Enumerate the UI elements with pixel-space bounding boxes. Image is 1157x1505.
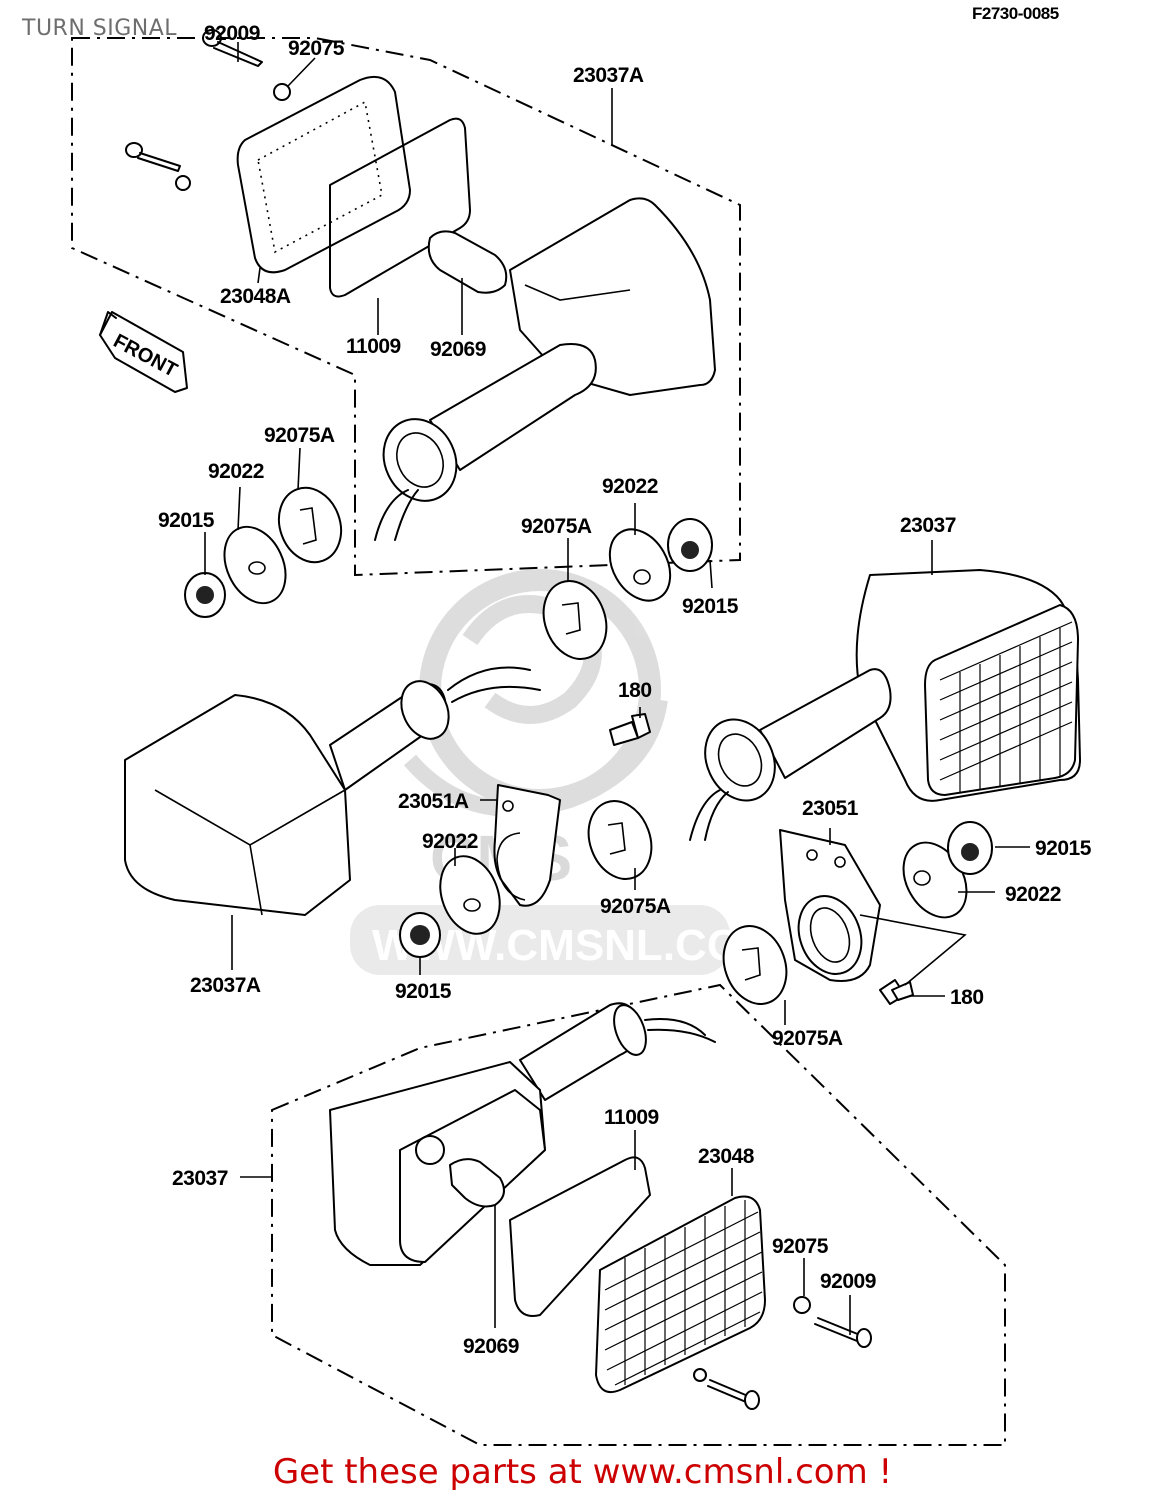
diagram-title: TURN SIGNAL xyxy=(22,16,178,41)
housing-23037A-left xyxy=(124,666,541,916)
bracket-23051-right xyxy=(779,829,881,982)
nut-92015-right xyxy=(947,821,993,875)
label-180-mid: 180 xyxy=(618,679,652,702)
nut-92015-upper xyxy=(184,572,226,618)
label-23037-right: 23037 xyxy=(900,514,956,537)
leader-triangle-right xyxy=(859,914,967,986)
label-23037A-top: 23037A xyxy=(573,64,644,87)
label-11009-top: 11009 xyxy=(346,335,401,358)
label-23048: 23048 xyxy=(698,1145,755,1168)
diagram-code: F2730-0085 xyxy=(972,4,1059,23)
label-92075-lower: 92075 xyxy=(772,1235,829,1258)
label-92015-mid-left: 92015 xyxy=(395,980,452,1003)
bolt-180-mid xyxy=(609,713,651,746)
promo-footer[interactable]: Get these parts at www.cmsnl.com ! xyxy=(0,1452,1157,1492)
housing-23037-right xyxy=(689,569,1081,841)
label-92075A-top: 92075A xyxy=(264,424,335,447)
lower-group-outline xyxy=(271,983,1006,1446)
grommet-92075A-upper xyxy=(277,486,343,564)
nut-92015-mid-top xyxy=(667,518,713,572)
label-92022-mid-left: 92022 xyxy=(422,830,478,853)
label-23037A-left: 23037A xyxy=(190,974,261,997)
nut-92075-lower xyxy=(793,1296,811,1314)
bolt-180-right xyxy=(879,979,914,1005)
label-92069-lower: 92069 xyxy=(463,1335,519,1358)
label-180-right: 180 xyxy=(950,986,984,1009)
housing-23037A-upper xyxy=(374,197,716,541)
washer-92022-mid-top xyxy=(608,528,672,602)
label-23048A: 23048A xyxy=(220,285,291,308)
label-92015-mid-top: 92015 xyxy=(682,595,739,618)
nut-92015-mid-left xyxy=(399,912,441,958)
bracket-23051A xyxy=(493,784,561,907)
housing-23037-lower xyxy=(329,1061,546,1266)
part-labels: 92009 92075 23037A 23048A 11009 92069 92… xyxy=(158,22,1092,1358)
gasket-11009-upper xyxy=(329,117,471,298)
label-92009-lower: 92009 xyxy=(820,1270,876,1293)
label-92015-right: 92015 xyxy=(1035,837,1092,860)
label-92075-top: 92075 xyxy=(288,37,345,60)
washer-hole xyxy=(248,561,266,575)
gasket-11009-lower xyxy=(509,1156,651,1317)
nut-92075-upper xyxy=(273,83,291,101)
label-92022-mid-top: 92022 xyxy=(602,475,658,498)
label-23051A: 23051A xyxy=(398,790,469,813)
grommet-92075A-lower xyxy=(722,925,788,1005)
label-92009-top: 92009 xyxy=(204,22,260,45)
promo-link[interactable]: Get these parts at www.cmsnl.com ! xyxy=(272,1452,893,1492)
watermark-banner xyxy=(350,905,730,975)
label-11009-lower: 11009 xyxy=(604,1106,659,1129)
label-92015-top: 92015 xyxy=(158,509,215,532)
screw-lower-second xyxy=(693,1368,760,1410)
grommet-92075A-mid-center xyxy=(587,800,653,880)
screw-92009-lower xyxy=(814,1317,872,1348)
lens-23048A xyxy=(236,76,411,274)
screw-92009-upper xyxy=(202,29,263,67)
label-92022-right: 92022 xyxy=(1005,883,1061,906)
label-92022-top: 92022 xyxy=(208,460,264,483)
stem-lower xyxy=(519,1002,716,1101)
label-92075A-mid-top: 92075A xyxy=(521,515,592,538)
nut-upper-second xyxy=(175,175,191,191)
label-23051: 23051 xyxy=(802,797,859,820)
label-23037-lower: 23037 xyxy=(172,1167,228,1190)
leader-lines xyxy=(204,42,1030,1335)
lens-23048-lower xyxy=(595,1195,766,1394)
upper-group-outline xyxy=(71,37,741,577)
front-direction-marker: FRONT xyxy=(99,311,188,393)
label-92075A-lower: 92075A xyxy=(772,1027,843,1050)
grommet-92075A-mid-top xyxy=(542,580,608,660)
label-92069-top: 92069 xyxy=(430,338,486,361)
lens-grid xyxy=(939,621,1073,792)
bulb-92069-upper xyxy=(427,230,508,294)
screw-upper-second xyxy=(125,142,181,172)
washer-92022-mid-left xyxy=(439,855,501,935)
label-92075A-mid-center: 92075A xyxy=(600,895,671,918)
